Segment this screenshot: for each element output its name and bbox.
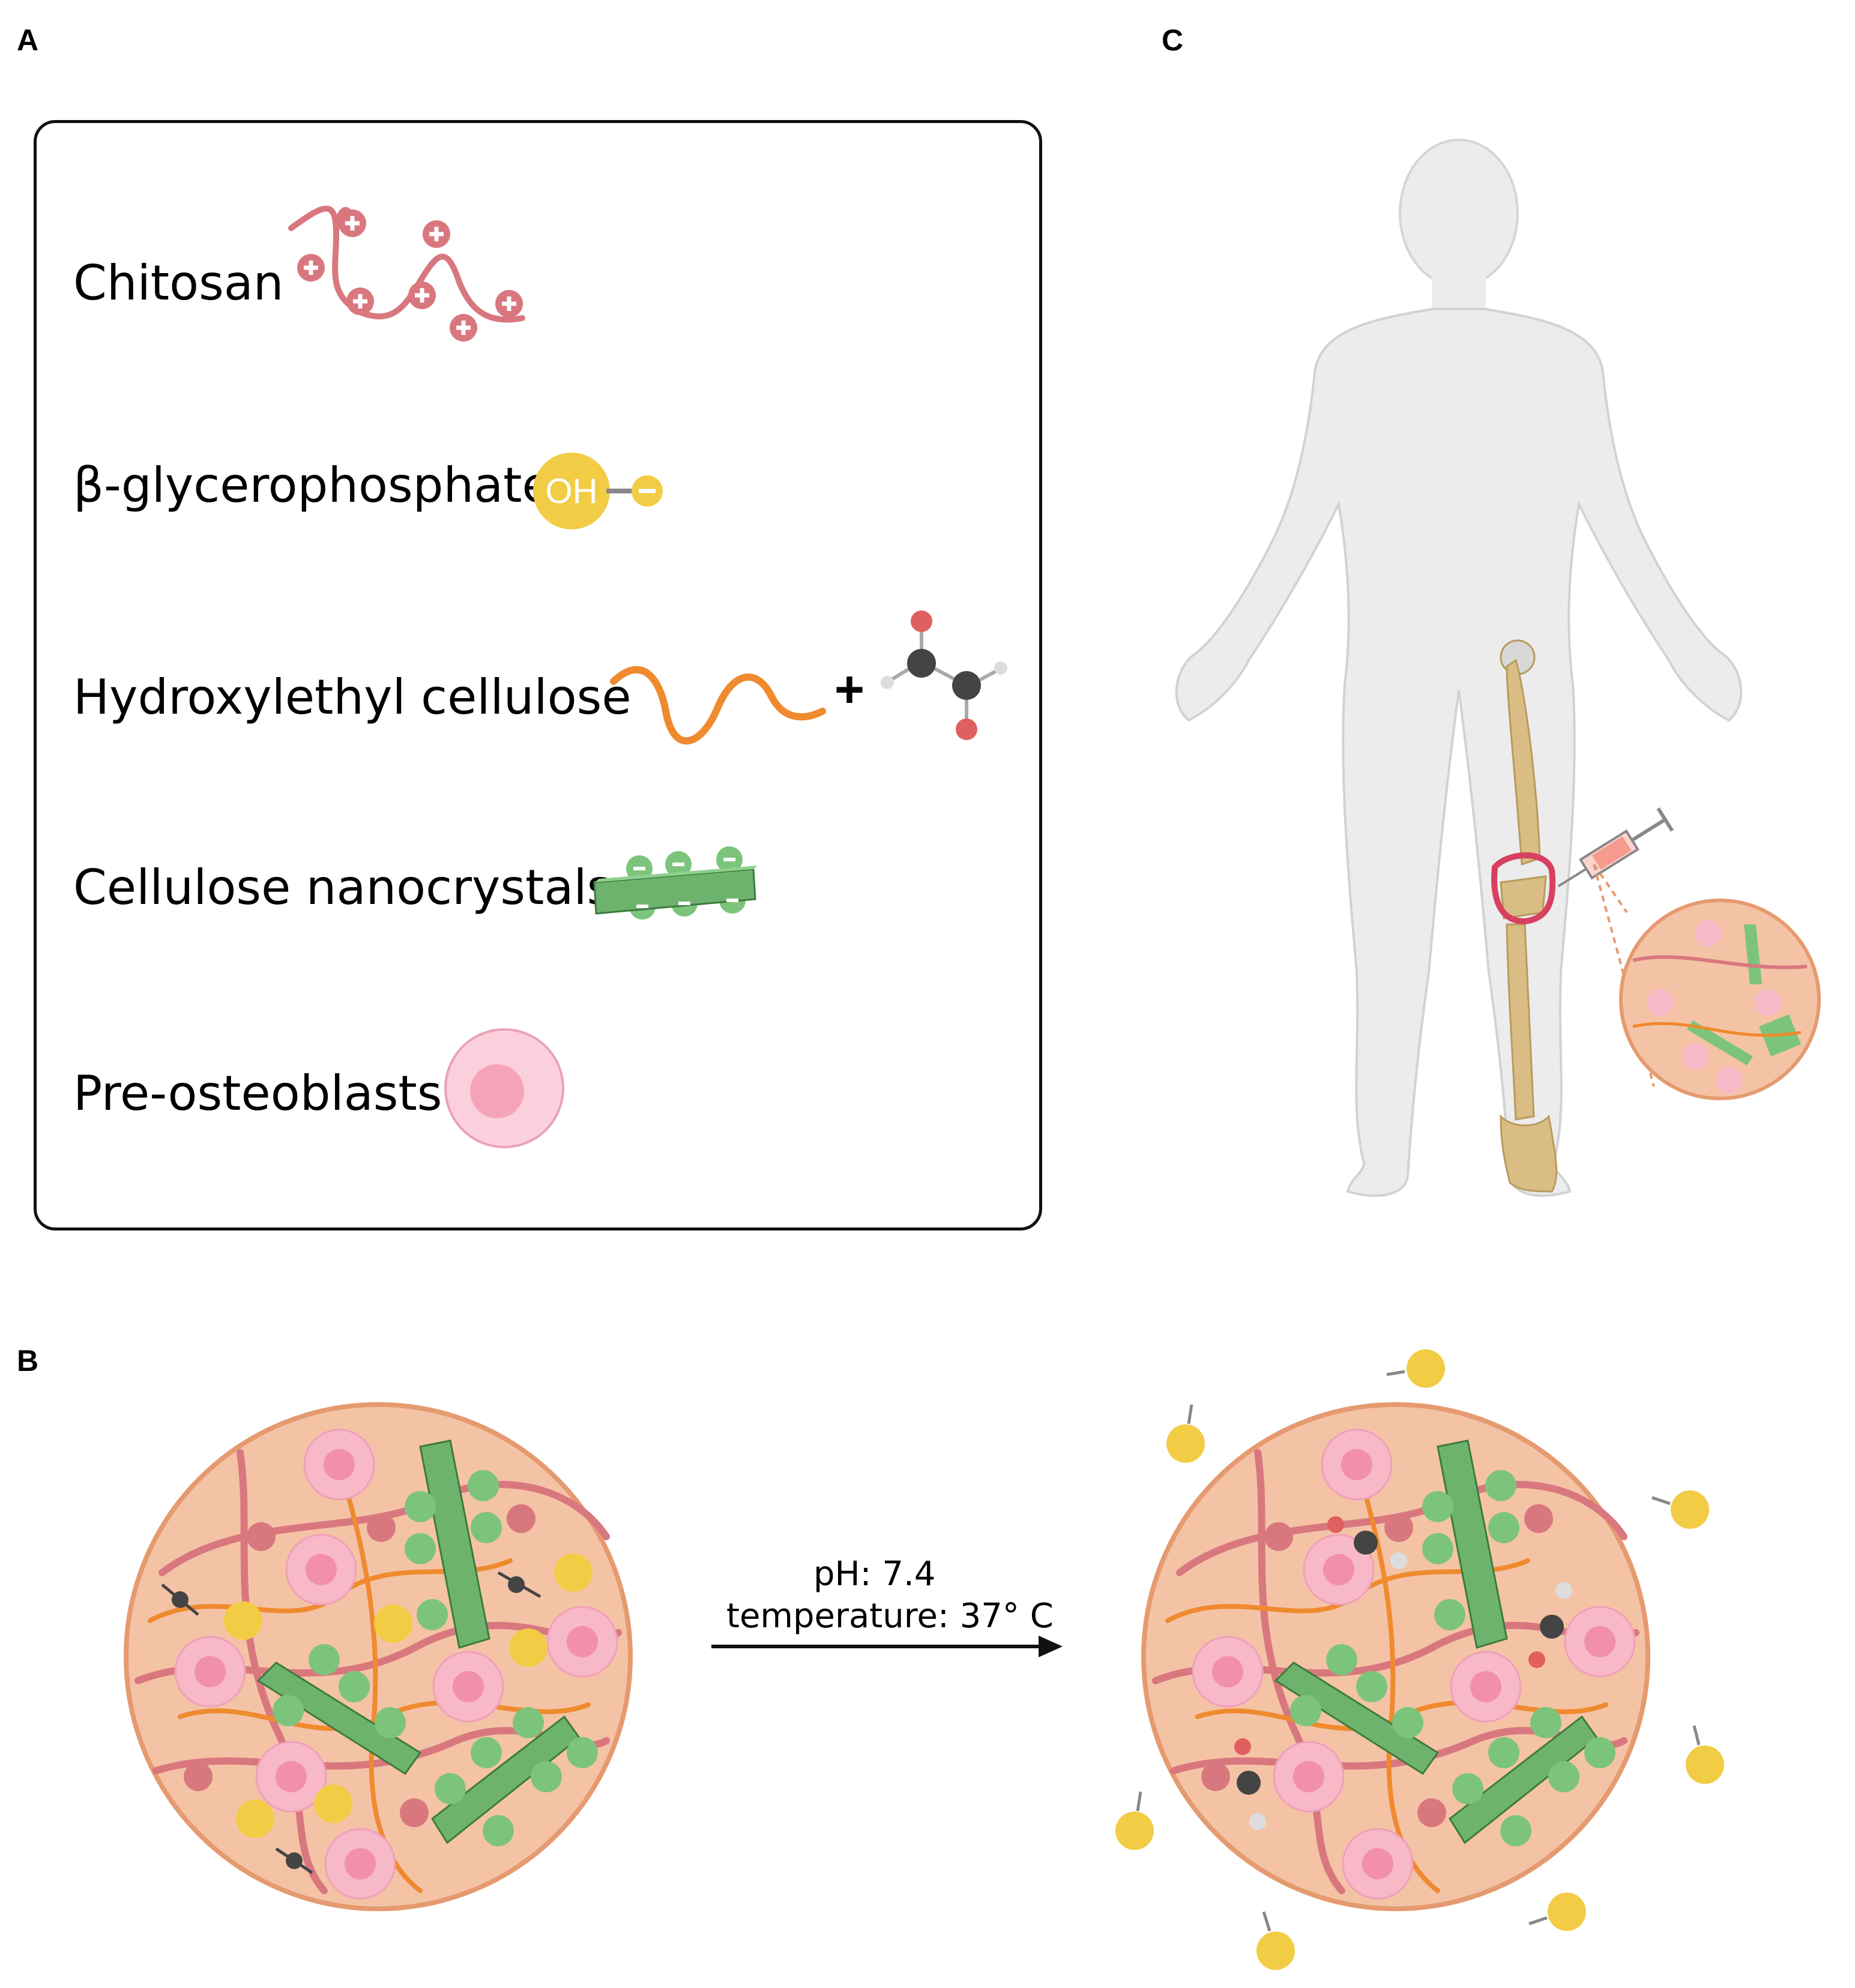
reaction-ph-label: pH: 7.4 [813, 1555, 936, 1594]
panel-label-a: A [17, 23, 39, 57]
reaction-temperature-label: temperature: 37° C [726, 1597, 1054, 1636]
legend-label-cnc: Cellulose nanocrystals [73, 860, 612, 915]
legend-label-chitosan: Chitosan [73, 255, 284, 311]
legend-box [34, 120, 1042, 1230]
legend-label-glycerophosphate: β-glycerophosphate [73, 457, 552, 513]
panel-label-b: B [17, 1344, 39, 1378]
legend-label-preosteoblasts: Pre-osteoblasts [73, 1065, 442, 1121]
panel-label-c: C [1162, 23, 1184, 57]
legend-label-hec: Hydroxylethyl cellulose [73, 669, 632, 725]
